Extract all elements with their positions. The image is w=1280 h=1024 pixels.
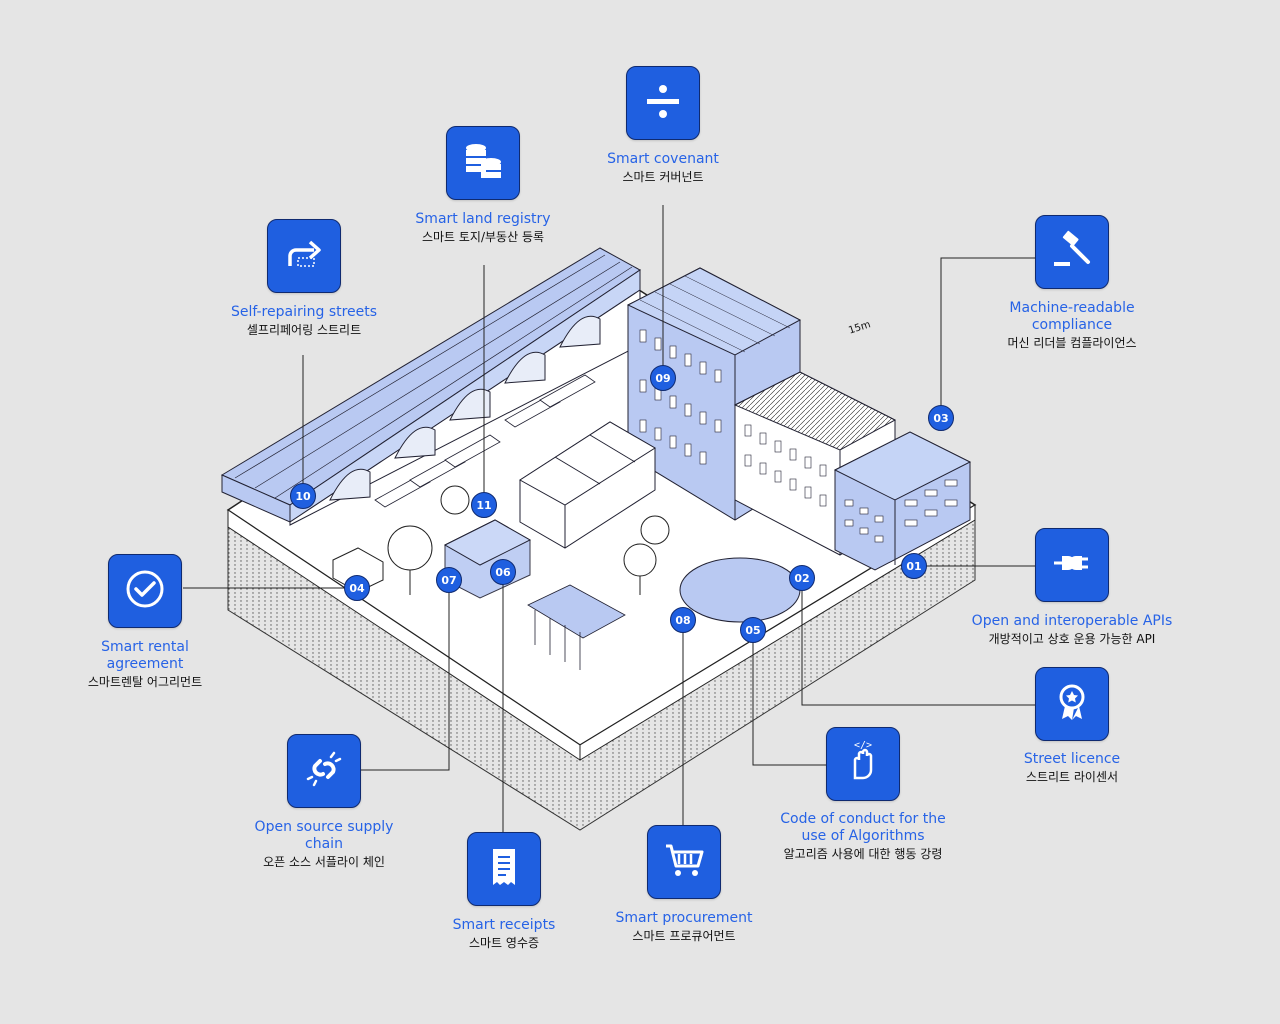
feature-title: Machine-readable compliance bbox=[1009, 300, 1135, 333]
feature-title: Smart procurement bbox=[615, 910, 753, 926]
feature-tile-machine-compliance[interactable] bbox=[1035, 215, 1109, 289]
market-stalls bbox=[374, 374, 596, 508]
feature-label-smart-procurement: Smart procurement 스마트 프로큐어먼트 bbox=[564, 910, 804, 944]
feature-title: Smart covenant bbox=[607, 151, 719, 167]
feature-title: Self-repairing streets bbox=[230, 304, 378, 320]
gavel-icon bbox=[1048, 226, 1096, 278]
feature-title: Open source supply chain bbox=[254, 819, 394, 852]
receipt-icon bbox=[480, 843, 528, 895]
trees bbox=[387, 485, 670, 595]
feature-label-code-of-conduct: Code of conduct for the use of Algorithm… bbox=[778, 811, 948, 862]
feature-tile-self-repairing[interactable] bbox=[267, 219, 341, 293]
marker-01[interactable]: 01 bbox=[901, 553, 927, 579]
feature-subtitle-ko: 오픈 소스 서플라이 체인 bbox=[263, 855, 385, 869]
feature-subtitle-ko: 개방적이고 상호 운용 가능한 API bbox=[988, 632, 1156, 646]
leader-lines bbox=[183, 205, 1035, 832]
marker-11[interactable]: 11 bbox=[471, 492, 497, 518]
feature-subtitle-ko: 스마트 커버넌트 bbox=[622, 170, 704, 184]
feature-label-land-registry: Smart land registry 스마트 토지/부동산 등록 bbox=[363, 211, 603, 245]
feature-title: Smart land registry bbox=[415, 211, 551, 227]
feature-tile-street-licence[interactable] bbox=[1035, 667, 1109, 741]
feature-label-street-licence: Street licence 스트리트 라이센서 bbox=[952, 751, 1192, 785]
terraced-houses bbox=[519, 421, 656, 549]
hand-code-icon: </> bbox=[839, 738, 887, 790]
feature-title: Smart rental agreement bbox=[101, 639, 189, 672]
feature-tile-code-of-conduct[interactable]: </> bbox=[826, 727, 900, 801]
marker-10[interactable]: 10 bbox=[290, 483, 316, 509]
marker-02[interactable]: 02 bbox=[789, 565, 815, 591]
marker-05[interactable]: 05 bbox=[740, 617, 766, 643]
shopping-cart-icon bbox=[660, 836, 708, 888]
feature-label-smart-covenant: Smart covenant 스마트 커버넌트 bbox=[543, 151, 783, 185]
feature-subtitle-ko: 스마트 프로큐어먼트 bbox=[632, 929, 736, 943]
feature-tile-smart-rental[interactable] bbox=[108, 554, 182, 628]
feature-title: Smart receipts bbox=[452, 917, 556, 933]
feature-subtitle-ko: 스마트 토지/부동산 등록 bbox=[421, 230, 545, 244]
feature-subtitle-ko: 스마트렌탈 어그리먼트 bbox=[87, 675, 203, 689]
coin-stack-icon bbox=[459, 137, 507, 189]
feature-label-smart-receipts: Smart receipts 스마트 영수증 bbox=[384, 917, 624, 951]
feature-title: Street licence bbox=[1023, 751, 1121, 767]
feature-label-machine-compliance: Machine-readable compliance 머신 리더블 컴플라이언스 bbox=[997, 300, 1147, 351]
plaza-circle bbox=[679, 557, 801, 623]
feature-tile-land-registry[interactable] bbox=[446, 126, 520, 200]
feature-tile-open-source-supply[interactable] bbox=[287, 734, 361, 808]
pergola bbox=[527, 584, 626, 670]
marker-06[interactable]: 06 bbox=[490, 559, 516, 585]
dimension-label: 15m bbox=[847, 319, 872, 336]
marker-03[interactable]: 03 bbox=[928, 405, 954, 431]
check-circle-icon bbox=[121, 565, 169, 617]
feature-label-open-apis: Open and interoperable APIs 개방적이고 상호 운용 가… bbox=[952, 613, 1192, 647]
feature-title: Open and interoperable APIs bbox=[971, 613, 1173, 629]
arrow-repair-icon bbox=[280, 230, 328, 282]
feature-title: Code of conduct for the use of Algorithm… bbox=[780, 811, 946, 844]
feature-label-smart-rental: Smart rental agreement 스마트렌탈 어그리먼트 bbox=[80, 639, 210, 690]
corner-building bbox=[833, 431, 972, 571]
feature-subtitle-ko: 셀프리페어링 스트리트 bbox=[246, 323, 362, 337]
plug-icon bbox=[1048, 539, 1096, 591]
broken-link-icon bbox=[300, 745, 348, 797]
award-ribbon-icon bbox=[1048, 678, 1096, 730]
divide-icon bbox=[639, 77, 687, 129]
feature-tile-smart-procurement[interactable] bbox=[647, 825, 721, 899]
marker-04[interactable]: 04 bbox=[344, 575, 370, 601]
marker-07[interactable]: 07 bbox=[436, 567, 462, 593]
feature-tile-smart-covenant[interactable] bbox=[626, 66, 700, 140]
feature-subtitle-ko: 머신 리더블 컴플라이언스 bbox=[1007, 336, 1137, 350]
feature-label-open-source-supply: Open source supply chain 오픈 소스 서플라이 체인 bbox=[254, 819, 394, 870]
svg-text:</>: </> bbox=[854, 740, 872, 751]
feature-tile-smart-receipts[interactable] bbox=[467, 832, 541, 906]
feature-subtitle-ko: 스마트 영수증 bbox=[468, 936, 540, 950]
feature-tile-open-apis[interactable] bbox=[1035, 528, 1109, 602]
marker-09[interactable]: 09 bbox=[650, 365, 676, 391]
feature-label-self-repairing: Self-repairing streets 셀프리페어링 스트리트 bbox=[184, 304, 424, 338]
railway-viaduct bbox=[220, 247, 641, 526]
feature-subtitle-ko: 스트리트 라이센서 bbox=[1025, 770, 1119, 784]
feature-subtitle-ko: 알고리즘 사용에 대한 행동 강령 bbox=[783, 847, 943, 861]
marker-08[interactable]: 08 bbox=[670, 607, 696, 633]
